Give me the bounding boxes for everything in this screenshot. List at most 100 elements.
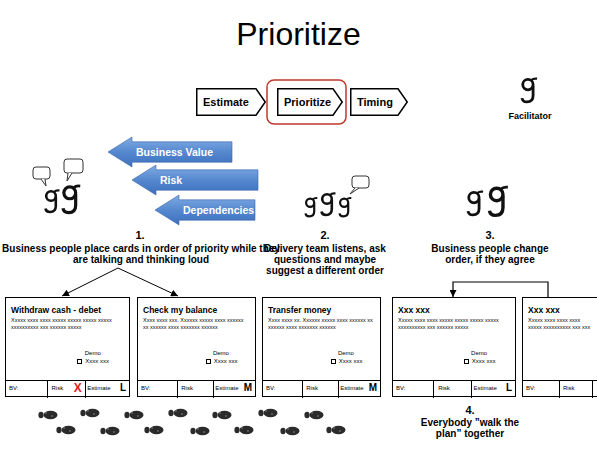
story-card: Transfer moneyXxxx xxxx xx. Xxxxxx xxxxx… <box>262 297 381 397</box>
callout-number: 3. <box>470 229 510 241</box>
person-figure <box>306 198 318 216</box>
footprint <box>234 426 253 434</box>
field-label: Risk <box>438 385 450 391</box>
field-label: BV: <box>396 385 405 391</box>
arrow-outline <box>132 165 258 195</box>
card-title: Check my balance <box>143 305 217 315</box>
checkbox-label: Xxxx xxx <box>472 358 496 364</box>
footprint <box>190 427 209 435</box>
card-text: Xxxx xxxx xxx. Xxxxxx xxxxx xxxx xxxxxx … <box>143 317 250 330</box>
footprint <box>304 411 323 419</box>
demo-label: Demo <box>85 350 101 356</box>
footer-divider <box>213 381 214 398</box>
leader-arrow <box>118 268 178 296</box>
card-footer <box>6 380 129 398</box>
bracket-arrow <box>453 282 548 297</box>
checkbox <box>331 359 336 364</box>
chevron-outline <box>278 89 343 116</box>
field-label: Risk <box>181 385 193 391</box>
footer-divider <box>433 381 434 398</box>
footprint <box>280 427 299 435</box>
person-figure <box>63 186 80 213</box>
footprint <box>144 426 163 434</box>
step-chevron: Prioritize <box>277 88 343 116</box>
callout-number: 4. <box>450 404 490 416</box>
step-text: Delivery team listens, ask questions and… <box>255 243 395 276</box>
step-label: Estimate <box>203 96 249 108</box>
footprint <box>212 411 231 419</box>
field-label: BV: <box>266 385 275 391</box>
footprint <box>80 409 99 417</box>
footer-divider <box>592 381 593 398</box>
card-title: Transfer money <box>268 305 331 315</box>
facilitator-figure <box>522 79 537 102</box>
estimate-size: L <box>120 382 126 393</box>
field-label: Risk <box>52 385 64 391</box>
card-text: Xxxxx xxxx xxxx xxxxx xxxxx xxxxx xxxxx … <box>11 317 124 330</box>
footer-divider <box>177 381 178 398</box>
step-text: Business people change order, if they ag… <box>420 243 560 265</box>
person-figure <box>322 193 336 215</box>
card-text: Xxxx xxxx xx. Xxxxxx xxxxx xxxx xxxxxx x… <box>268 317 375 330</box>
step-text: Everybody ”walk the plan” together <box>410 417 530 439</box>
field-label: Estimate <box>340 385 363 391</box>
footprint <box>258 409 277 417</box>
checkbox <box>77 359 82 364</box>
checkbox <box>206 359 211 364</box>
page-title: Prioritize <box>0 16 597 53</box>
estimate-size: M <box>369 382 377 393</box>
footprint <box>326 426 345 434</box>
checkbox-label: Xxxx xxx <box>85 358 109 364</box>
highlight-frame <box>267 80 346 124</box>
story-card: Withdraw cash - debetXxxxx xxxx xxxx xxx… <box>5 297 130 397</box>
footprint <box>38 411 57 419</box>
criterion-arrow: Dependencies <box>155 195 255 225</box>
footprint <box>124 411 143 419</box>
story-card: Check my balanceXxxx xxxx xxx. Xxxxxx xx… <box>137 297 256 397</box>
field-label: Estimate <box>474 385 497 391</box>
criterion-arrow: Risk <box>132 165 258 195</box>
demo-label: Demo <box>338 350 354 356</box>
checkbox-label: Xxxx xxx <box>339 358 363 364</box>
demo-label: Demo <box>471 350 487 356</box>
step-chevron: Estimate <box>196 88 266 116</box>
arrow-shape <box>132 165 258 195</box>
card-text: Xxxxx xxxx xxxx xxxx xxxxx xxxxxxxxxx xx… <box>528 317 592 330</box>
footprint <box>100 427 119 435</box>
callout-number: 1. <box>120 229 160 241</box>
chevron-outline <box>351 89 408 116</box>
footprint <box>168 409 187 417</box>
criterion-label: Business Value <box>136 146 213 158</box>
step-label: Timing <box>357 96 393 108</box>
estimate-size: M <box>244 382 252 393</box>
footer-divider <box>559 381 560 398</box>
criterion-arrow: Business Value <box>108 137 232 167</box>
leader-arrow <box>62 268 118 296</box>
speech-bubble <box>64 159 83 173</box>
field-label: Risk <box>563 385 575 391</box>
field-label: BV: <box>526 385 535 391</box>
person-figure <box>46 190 60 212</box>
speech-bubble-tail <box>350 188 359 194</box>
callout-number: 2. <box>305 229 345 241</box>
speech-bubble <box>33 167 50 179</box>
footer-divider <box>471 381 472 398</box>
demo-label: Demo <box>213 350 229 356</box>
step-label: Prioritize <box>284 96 331 108</box>
footer-divider <box>338 381 339 398</box>
card-title: Xxx xxx <box>398 305 430 315</box>
footer-divider <box>47 381 48 398</box>
step-chevron: Timing <box>350 88 408 116</box>
person-figure <box>340 198 352 216</box>
field-label: BV: <box>9 385 18 391</box>
step-text: Business people place cards in order of … <box>0 243 282 265</box>
risk-mark: X <box>74 381 82 395</box>
role-label: Facilitator <box>498 111 562 121</box>
card-title: Xxx xxx <box>528 305 560 315</box>
speech-bubble <box>352 176 369 188</box>
arrow-outline <box>155 195 255 225</box>
card-text: Xxxxx xxxx xxxx xxxxx xxxxx xxxxx xxxxx … <box>398 317 510 330</box>
field-label: Estimate <box>215 385 238 391</box>
field-label: Risk <box>306 385 318 391</box>
criterion-label: Dependencies <box>183 204 254 216</box>
